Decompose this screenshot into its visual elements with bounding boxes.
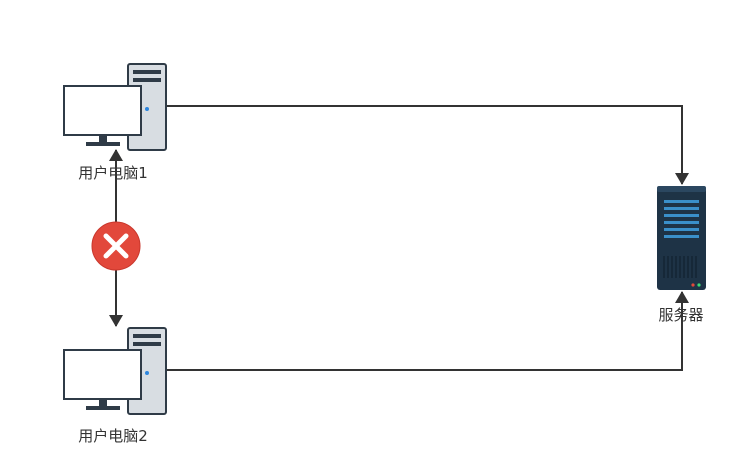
node-label-pc1: 用户电脑1: [78, 164, 148, 182]
node-server[interactable]: 服务器: [657, 186, 706, 324]
desktop-computer-icon: [63, 63, 167, 151]
edge-pc2-to-server: [166, 291, 689, 371]
error-x-icon: [91, 221, 141, 271]
node-pc2[interactable]: 用户电脑2: [63, 327, 167, 445]
edge-pc1-to-server: [166, 105, 689, 185]
node-pc1[interactable]: 用户电脑1: [63, 63, 167, 182]
node-label-pc2: 用户电脑2: [78, 427, 148, 445]
server-rack-icon: [657, 186, 706, 290]
desktop-computer-icon: [63, 327, 167, 415]
node-label-server: 服务器: [658, 306, 703, 324]
